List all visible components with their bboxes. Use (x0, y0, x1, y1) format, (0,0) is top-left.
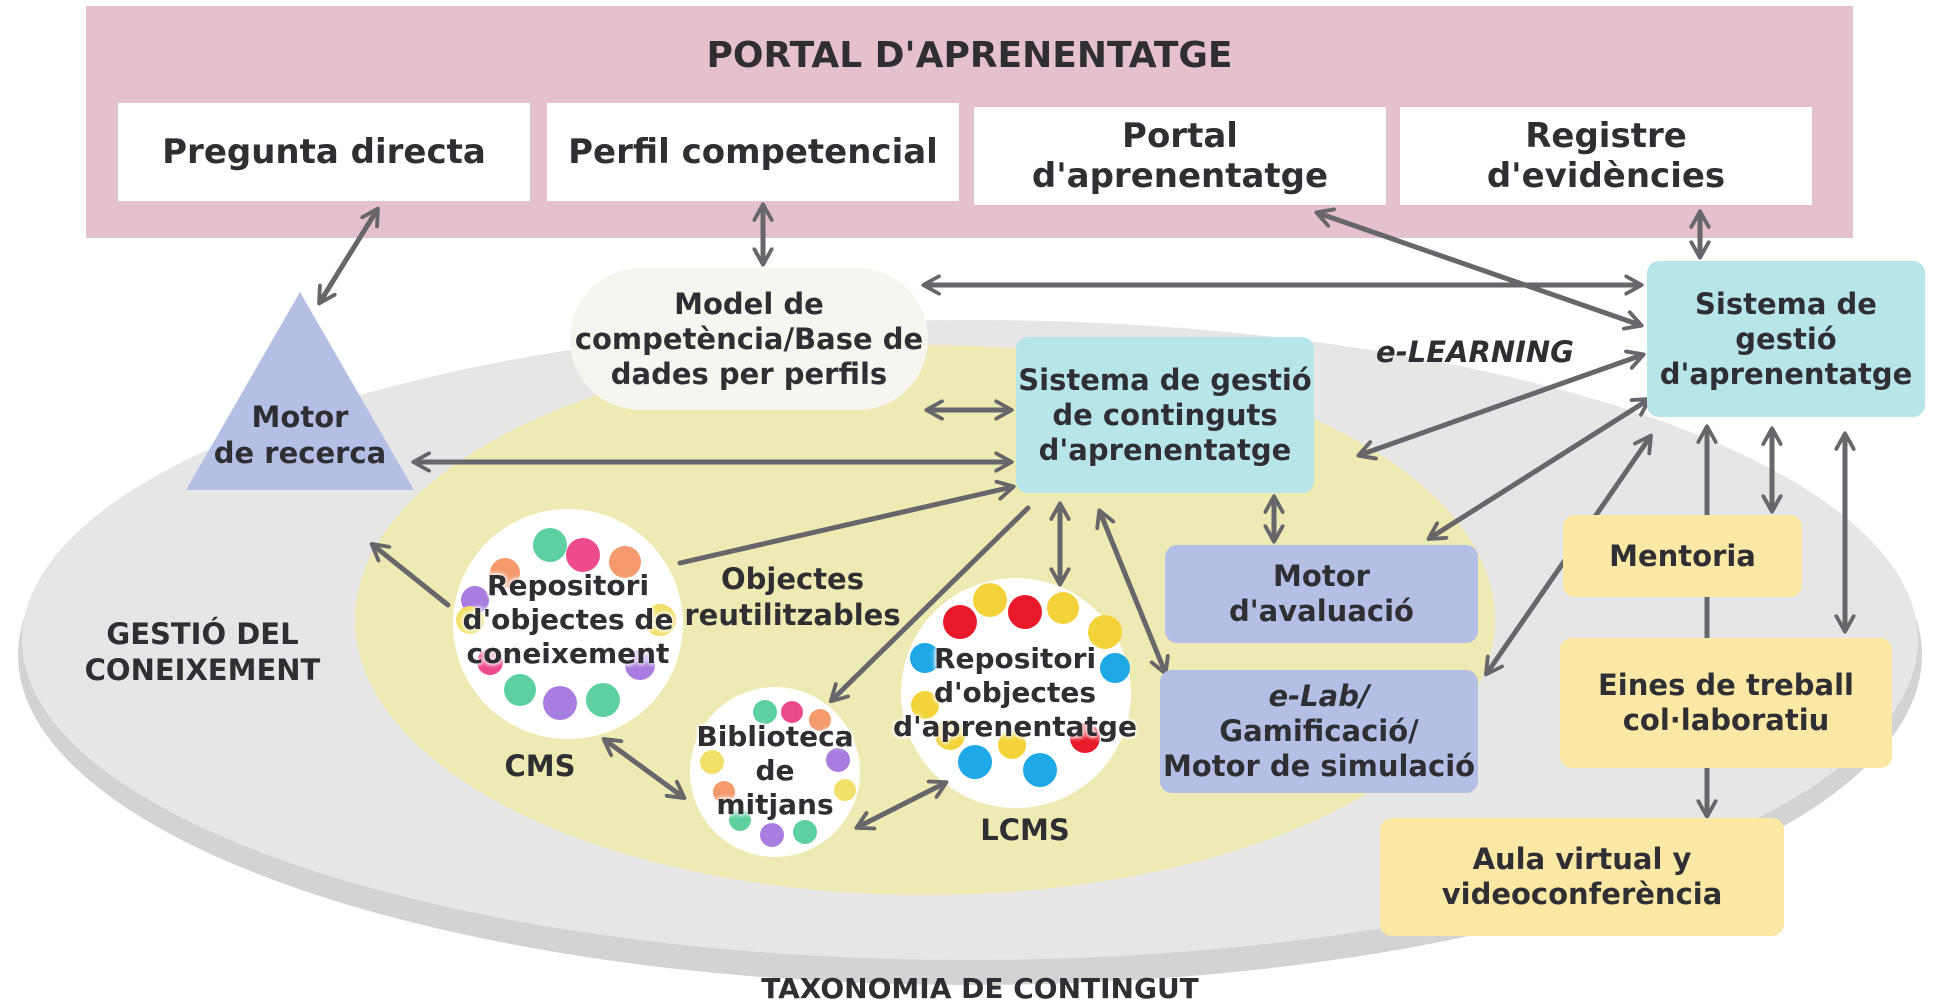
arrow-sgca-elab (1100, 512, 1165, 672)
lcms-label-text: LCMS (980, 813, 1070, 847)
knowledge-management-label: GESTIÓ DEL CONEIXEMENT (70, 612, 335, 692)
lcms-repository-label[interactable]: Repositori d'objectes d'aprenentatge (890, 638, 1140, 748)
node-search-engine-label: Motor de recerca (213, 400, 387, 470)
reusable-objects-label-text: Objectes reutilitzables (684, 562, 901, 632)
arrow-cms-motor (373, 545, 451, 608)
search-engine-triangle (186, 292, 414, 490)
box-pregunta-directa-label: Pregunta directa (162, 132, 486, 172)
media-library-circle (690, 687, 860, 857)
knowledge-management-label-text: GESTIÓ DEL CONEIXEMENT (84, 617, 321, 687)
node-lms-system[interactable]: Sistema de gestió d'aprenentatge (1647, 261, 1925, 417)
arrow-biblioteca-lcms (858, 783, 945, 827)
node-assessment-engine[interactable]: Motor d'avaluació (1165, 545, 1478, 643)
node-virtual-classroom[interactable]: Aula virtual y videoconferència (1380, 818, 1784, 936)
node-elab-gamification-label: e-Lab/Gamificació/ Motor de simulació (1163, 679, 1475, 784)
lcms-repository-label-text: Repositori d'objectes d'aprenentatge (893, 642, 1137, 743)
node-collaborative-tools-label: Eines de treball col·laboratiu (1598, 668, 1854, 737)
content-taxonomy-label: TAXONOMIA DE CONTINGUT (700, 972, 1260, 1006)
cms-label: CMS (490, 745, 590, 787)
cms-label-text: CMS (504, 749, 576, 783)
node-lms-system-label: Sistema de gestió d'aprenentatge (1659, 286, 1913, 391)
node-lcms-system-label: Sistema de gestió de continguts d'aprene… (1018, 362, 1312, 467)
node-mentoring-label: Mentoria (1609, 538, 1756, 573)
elearning-label-text: e-LEARNING (1376, 335, 1574, 369)
node-lcms-system[interactable]: Sistema de gestió de continguts d'aprene… (1016, 337, 1314, 493)
arrow-portal-sga (1318, 213, 1640, 325)
box-portal-aprenentatge-label: Portal d'aprenentatge (1031, 116, 1329, 196)
node-competency-model[interactable]: Model de competència/Base de dades per p… (570, 268, 928, 410)
arrow-cms-biblioteca (605, 740, 683, 797)
node-search-engine[interactable]: Motor de recerca (200, 395, 400, 475)
arrow-cms-sgca (677, 487, 1012, 566)
node-virtual-classroom-label: Aula virtual y videoconferència (1441, 842, 1723, 911)
arrow-sgca-biblioteca (832, 505, 1031, 700)
box-registre-evidencies[interactable]: Registre d'evidències (1400, 107, 1812, 205)
node-competency-model-label: Model de competència/Base de dades per p… (574, 286, 924, 391)
media-library-label[interactable]: Biblioteca de mitjans (690, 716, 860, 826)
portal-title: PORTAL D'APRENENTATGE (86, 26, 1853, 84)
node-assessment-engine-label: Motor d'avaluació (1229, 559, 1414, 628)
box-portal-aprenentatge[interactable]: Portal d'aprenentatge (974, 107, 1386, 205)
node-elab-gamification[interactable]: e-Lab/Gamificació/ Motor de simulació (1160, 670, 1478, 793)
cms-repository-circle (453, 509, 683, 739)
node-collaborative-tools[interactable]: Eines de treball col·laboratiu (1560, 638, 1892, 768)
node-elab-gamification-label-rest: Gamificació/ Motor de simulació (1162, 714, 1476, 783)
lcms-label: LCMS (960, 808, 1090, 852)
node-mentoring[interactable]: Mentoria (1563, 515, 1802, 597)
reusable-objects-label: Objectes reutilitzables (680, 557, 905, 637)
cms-repository-label-text: Repositori d'objectes de coneixement (462, 569, 674, 670)
arrow-pregunta-motor (320, 210, 377, 302)
box-registre-evidencies-label: Registre d'evidències (1486, 116, 1726, 196)
lcms-repository-circle (901, 578, 1131, 808)
portal-title-text: PORTAL D'APRENENTATGE (706, 34, 1233, 76)
box-pregunta-directa[interactable]: Pregunta directa (118, 103, 530, 201)
node-elab-gamification-label-italic: e-Lab/ (1268, 679, 1370, 713)
box-perfil-competencial[interactable]: Perfil competencial (547, 103, 959, 201)
box-perfil-competencial-label: Perfil competencial (568, 132, 938, 172)
cms-repository-label[interactable]: Repositori d'objectes de coneixement (453, 565, 683, 675)
media-library-label-text: Biblioteca de mitjans (696, 720, 854, 821)
elearning-label: e-LEARNING (1360, 330, 1590, 374)
content-taxonomy-label-text: TAXONOMIA DE CONTINGUT (761, 972, 1199, 1005)
